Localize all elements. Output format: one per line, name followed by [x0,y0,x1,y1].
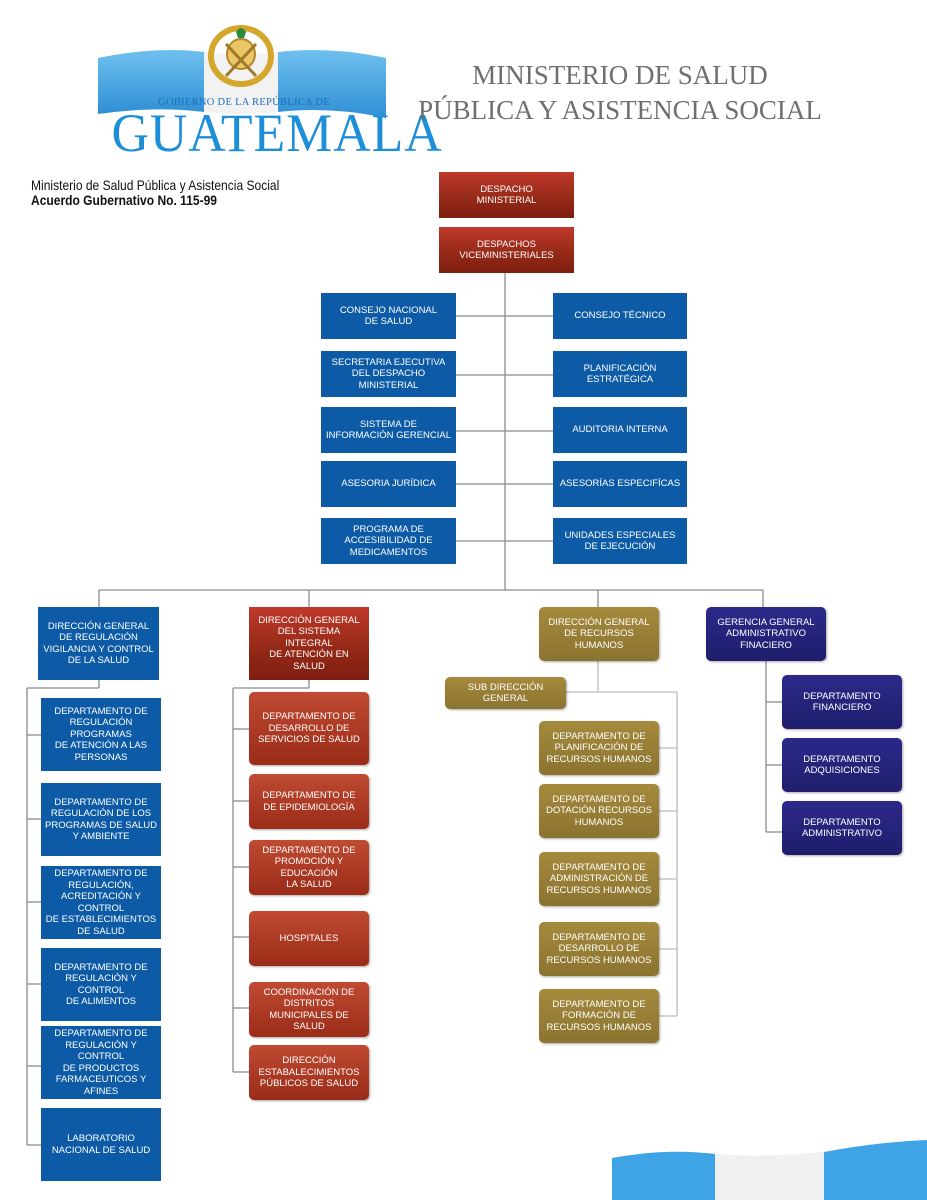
staff-right-box: ASESORÍAS ESPECIFÍCAS [553,461,687,507]
ministry-title-line1: MINISTERIO DE SALUD [472,60,768,90]
staff-right-box: CONSEJO TÉCNICO [553,293,687,339]
agreement-caption-line1: Ministerio de Salud Pública y Asistencia… [31,177,280,193]
siaps-head-box: DIRECCIÓN GENERAL DEL SISTEMA INTEGRAL D… [249,607,369,680]
country-wordmark: GUATEMALA [111,103,443,163]
staff-left-box: SECRETARIA EJECUTIVA DEL DESPACHO MINIST… [321,351,456,397]
admin-department-box: DEPARTAMENTO ADMINISTRATIVO [782,801,902,855]
siaps-department-box: DIRECCIÓN ESTABALECIMIENTOS PÚBLICOS DE … [249,1045,369,1100]
flag-ribbon-icon [98,25,386,118]
rrhh-department-box: DEPARTAMENTO DE DOTACIÓN RECURSOS HUMANO… [539,784,659,838]
government-label: GOBIERNO DE LA REPÚBLICA DE [157,97,331,108]
agreement-caption: Ministerio de Salud Pública y Asistencia… [31,178,279,208]
staff-left-box: PROGRAMA DE ACCESIBILIDAD DE MEDICAMENTO… [321,518,456,564]
rrhh-sub-direccion-box: SUB DIRECCIÓN GENERAL [445,677,566,709]
agreement-caption-line2: Acuerdo Gubernativo No. 115-99 [31,192,218,208]
siaps-department-box: DEPARTAMENTO DE DESARROLLO DE SERVICIOS … [249,692,369,765]
regulacion-head-box: DIRECCIÓN GENERAL DE REGULACIÓN VIGILANC… [38,607,159,680]
ministry-title-line2: PÚBLICA Y ASISTENCIA SOCIAL [418,95,822,125]
rrhh-department-box: DEPARTAMENTO DE FORMACIÓN DE RECURSOS HU… [539,989,659,1043]
staff-right-box: AUDITORIA INTERNA [553,407,687,453]
despacho-ministerial-box: DESPACHO MINISTERIAL [439,172,574,218]
siaps-department-box: DEPARTAMENTO DE PROMOCIÓN Y EDUCACIÓN LA… [249,840,369,895]
staff-left-box: ASESORIA JURÍDICA [321,461,456,507]
rrhh-department-box: DEPARTAMENTO DE PLANIFICACIÓN DE RECURSO… [539,721,659,775]
rrhh-head-box: DIRECCIÓN GENERAL DE RECURSOS HUMANOS [539,607,659,661]
regulacion-department-box: DEPARTAMENTO DE REGULACIÓN DE LOS PROGRA… [41,783,161,856]
flag-ribbon-bottom-icon [612,1140,927,1200]
regulacion-department-box: LABORATORIO NACIONAL DE SALUD [41,1108,161,1181]
regulacion-department-box: DEPARTAMENTO DE REGULACIÓN, ACREDITACIÓN… [41,866,161,939]
rrhh-department-box: DEPARTAMENTO DE ADMINISTRACIÓN DE RECURS… [539,852,659,906]
siaps-department-box: HOSPITALES [249,911,369,966]
regulacion-department-box: DEPARTAMENTO DE REGULACIÓN Y CONTROL DE … [41,1026,161,1099]
coat-of-arms-icon [208,25,274,87]
staff-left-box: SISTEMA DE INFORMACIÓN GERENCIAL [321,407,456,453]
staff-left-box: CONSEJO NACIONAL DE SALUD [321,293,456,339]
admin-head-box: GERENCIA GENERAL ADMINISTRATIVO FINACIER… [706,607,826,661]
staff-right-box: PLANIFICACIÓN ESTRATÉGICA [553,351,687,397]
rrhh-department-box: DEPARTAMENTO DE DESARROLLO DE RECURSOS H… [539,922,659,976]
siaps-department-box: DEPARTAMENTO DE DE EPIDEMIOLOGÍA [249,774,369,829]
regulacion-department-box: DEPARTAMENTO DE REGULACIÓN Y CONTROL DE … [41,948,161,1021]
siaps-department-box: COORDINACIÓN DE DISTRITOS MUNICIPALES DE… [249,982,369,1037]
ministry-title: MINISTERIO DE SALUD PÚBLICA Y ASISTENCIA… [400,58,840,128]
admin-department-box: DEPARTAMENTO ADQUISICIONES [782,738,902,792]
staff-right-box: UNIDADES ESPECIALES DE EJECUCIÓN [553,518,687,564]
guatemala-government-logo: GOBIERNO DE LA REPÚBLICA DE GUATEMALA [96,24,443,164]
regulacion-department-box: DEPARTAMENTO DE REGULACIÓN PROGRAMAS DE … [41,698,161,771]
admin-department-box: DEPARTAMENTO FINANCIERO [782,675,902,729]
despachos-viceministeriales-box: DESPACHOS VICEMINISTERIALES [439,227,574,273]
